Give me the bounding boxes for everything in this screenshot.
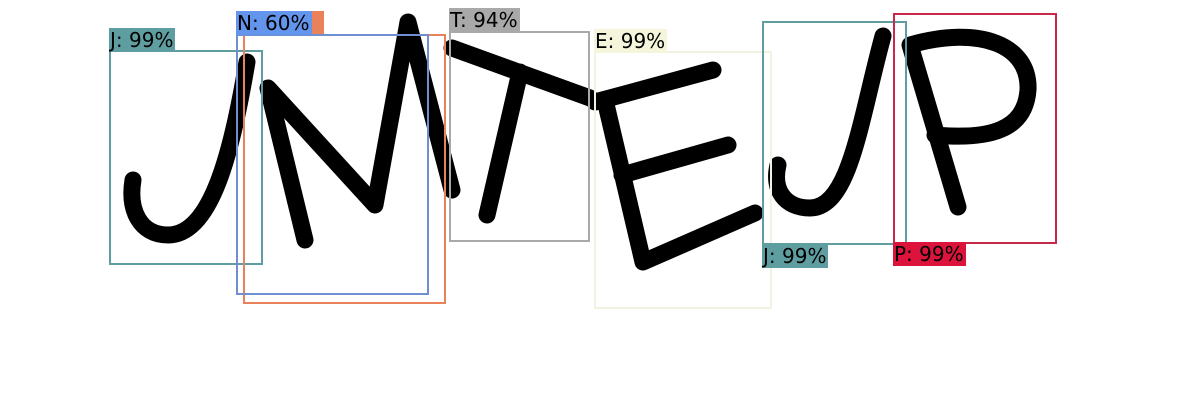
detection-label-n: N: 60% (236, 11, 312, 35)
detection-label-j-2: J: 99% (762, 244, 829, 268)
glyph-e (586, 61, 764, 271)
glyph-j-1 (123, 53, 256, 244)
detection-box-j (109, 50, 263, 265)
detection-box-e (594, 51, 772, 309)
detection-box-j-2 (762, 21, 907, 245)
glyph-j-2 (768, 27, 892, 217)
glyph-t (443, 39, 599, 224)
glyph-m (259, 13, 461, 249)
detection-box-p (893, 13, 1057, 244)
detection-box-n (236, 34, 429, 295)
glyph-p (901, 28, 1037, 216)
detection-label-p: P: 99% (893, 242, 966, 266)
detection-box-t (449, 31, 590, 242)
detection-label-e: E: 99% (594, 29, 668, 53)
detection-label-t: T: 94% (449, 8, 520, 32)
detection-label-j: J: 99% (109, 28, 176, 52)
